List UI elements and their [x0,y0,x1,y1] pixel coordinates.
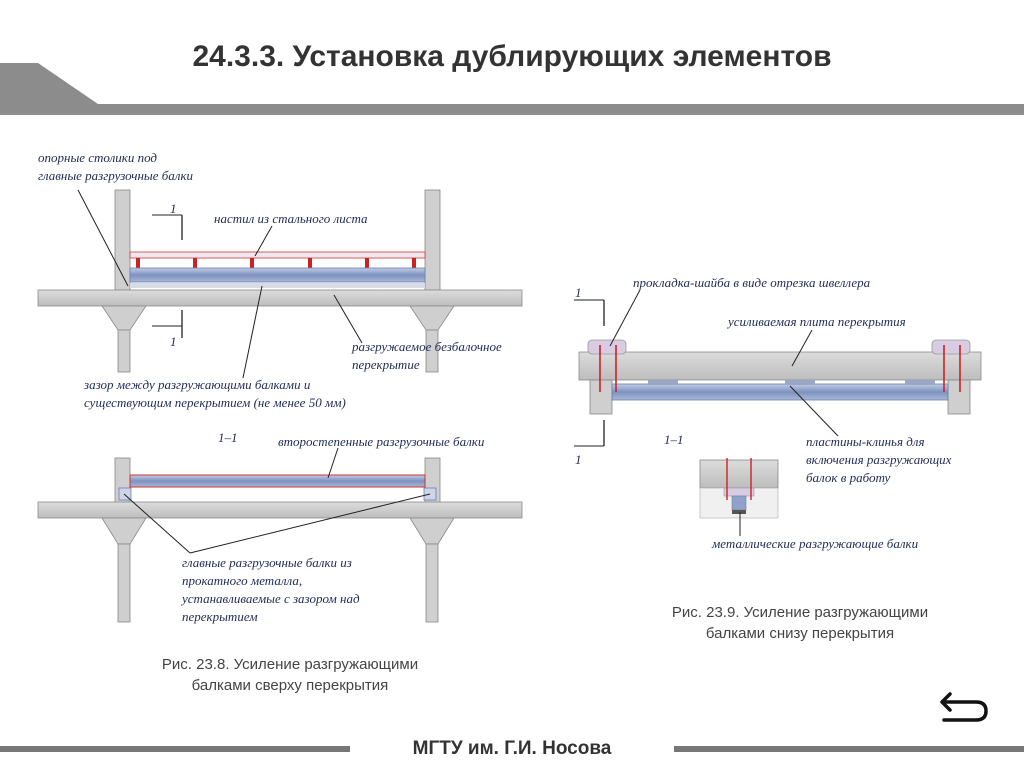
label-wedges-line1: пластины-клинья для [806,434,925,449]
label-gap-line2: существующим перекрытием (не менее 50 мм… [84,395,346,410]
label-secondary-beams: второстепенные разгрузочные балки [278,434,485,449]
label-main-beams-line1: главные разгрузочные балки из [182,555,352,570]
cut-mark-right-bottom: 1 [575,452,582,467]
caption-right-line1: Рис. 23.9. Усиление разгружающими [671,604,929,621]
caption-left-line2: балками сверху перекрытия [191,677,389,694]
label-wedges-line2: включения разгружающих [806,452,952,467]
footer-bars [0,746,1024,752]
label-main-beams-line2: прокатного металла, [182,573,302,588]
label-metal-beams: металлические разгружающие балки [711,536,919,551]
caption-right-line2: балками снизу перекрытия [705,625,895,642]
cut-mark-left-top: 1 [170,201,177,216]
return-arrow-icon[interactable] [936,688,992,726]
caption-left-line1: Рис. 23.8. Усиление разгружающими [161,656,419,673]
label-slab-line1: разгружаемое безбалочное [351,339,502,354]
label-plate: усиливаемая плита перекрытия [726,314,906,329]
cut-mark-left-bottom: 1 [170,334,177,349]
figure-right-diagram [574,289,982,536]
label-deck: настил из стального листа [214,211,368,226]
slide-title: 24.3.3. Установка дублирующих элементов [192,40,832,73]
label-supports-line2: главные разгрузочные балки [38,168,194,183]
label-section-right: 1–1 [664,432,684,447]
label-supports-line1: опорные столики под [38,150,157,165]
figure-left-diagram [37,189,523,623]
footer-text: МГТУ им. Г.И. Носова [412,738,612,759]
label-wedges-line3: балок в работу [806,470,891,485]
caption-right: Рис. 23.9. Усиление разгружающими балкам… [600,602,1000,644]
label-section-left: 1–1 [218,430,238,445]
label-main-beams-line3: устанавливаемые с зазором над [180,591,360,606]
caption-left: Рис. 23.8. Усиление разгружающими балкам… [90,654,490,696]
label-slab-line2: перекрытие [352,357,420,372]
label-gap-line1: зазор между разгружающими балками и [83,377,311,392]
label-main-beams-line4: перекрытием [182,609,258,624]
label-washer: прокладка-шайба в виде отрезка швеллера [633,275,871,290]
cut-mark-right-top: 1 [575,285,582,300]
header-decoration [0,63,1024,115]
